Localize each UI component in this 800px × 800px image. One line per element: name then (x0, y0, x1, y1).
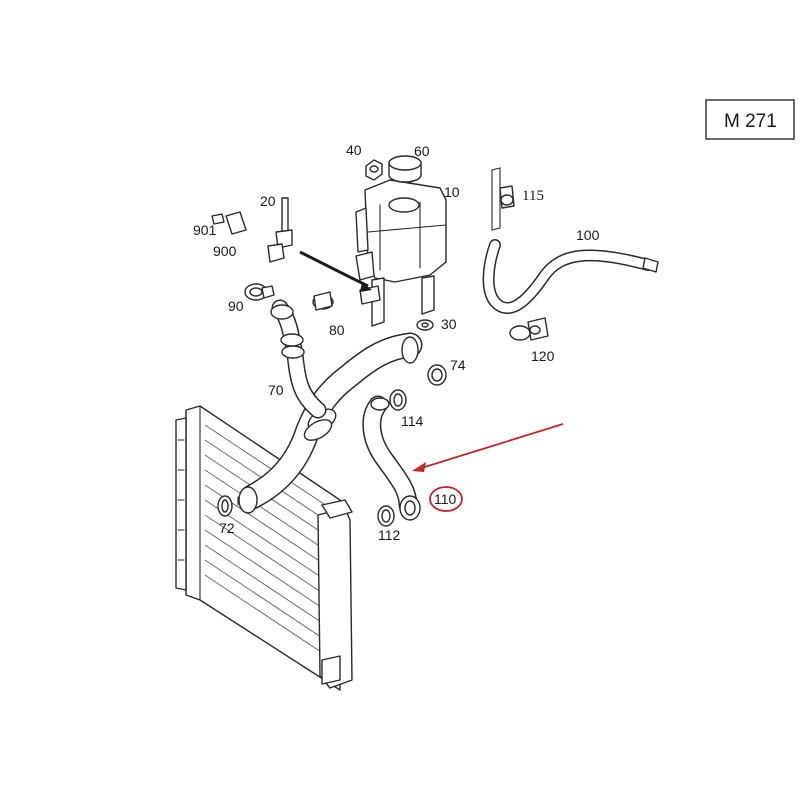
label-60: 60 (414, 143, 430, 159)
sensor-20 (267, 197, 293, 263)
label-70: 70 (268, 382, 284, 398)
label-100: 100 (576, 227, 600, 243)
label-901: 901 (193, 222, 217, 238)
label-10: 10 (444, 184, 460, 200)
hose-72 (237, 332, 423, 514)
label-110: 110 (434, 491, 457, 507)
label-72: 72 (219, 520, 235, 536)
highlight-circle-110 (429, 486, 463, 512)
leader-arrowhead-sensor (360, 282, 372, 292)
label-80: 80 (329, 322, 345, 338)
hose-100 (482, 239, 659, 314)
clamp-80 (312, 291, 334, 311)
engine-code-text: M 271 (724, 111, 777, 132)
highlight-arrowhead (412, 462, 426, 472)
o-ring-112 (377, 505, 395, 527)
label-112: 112 (378, 527, 401, 543)
label-20: 20 (260, 193, 276, 209)
o-ring-72 (217, 495, 233, 517)
clamp-90 (244, 283, 275, 301)
radiator (175, 405, 353, 691)
hose-70 (270, 299, 327, 419)
o-ring-114 (389, 389, 407, 411)
clip-120 (509, 317, 549, 341)
cap-60 (388, 155, 422, 183)
expansion-tank (355, 179, 447, 327)
bracket-115 (491, 167, 515, 231)
highlight-arrow (414, 423, 564, 471)
connector-900 (211, 211, 247, 235)
label-74: 74 (450, 357, 466, 373)
engine-code-box: M 271 (705, 99, 795, 140)
label-120: 120 (531, 348, 555, 364)
nut-40 (365, 159, 383, 181)
hose-110 (362, 395, 421, 521)
leader-arrow-sensor (299, 250, 369, 288)
label-90: 90 (228, 298, 244, 314)
label-40: 40 (346, 142, 362, 158)
label-900: 900 (213, 243, 237, 259)
label-114: 114 (401, 413, 424, 429)
label-115: 115 (522, 188, 544, 204)
label-30: 30 (441, 316, 457, 332)
o-ring-74 (427, 364, 447, 386)
washer-30 (416, 319, 434, 331)
